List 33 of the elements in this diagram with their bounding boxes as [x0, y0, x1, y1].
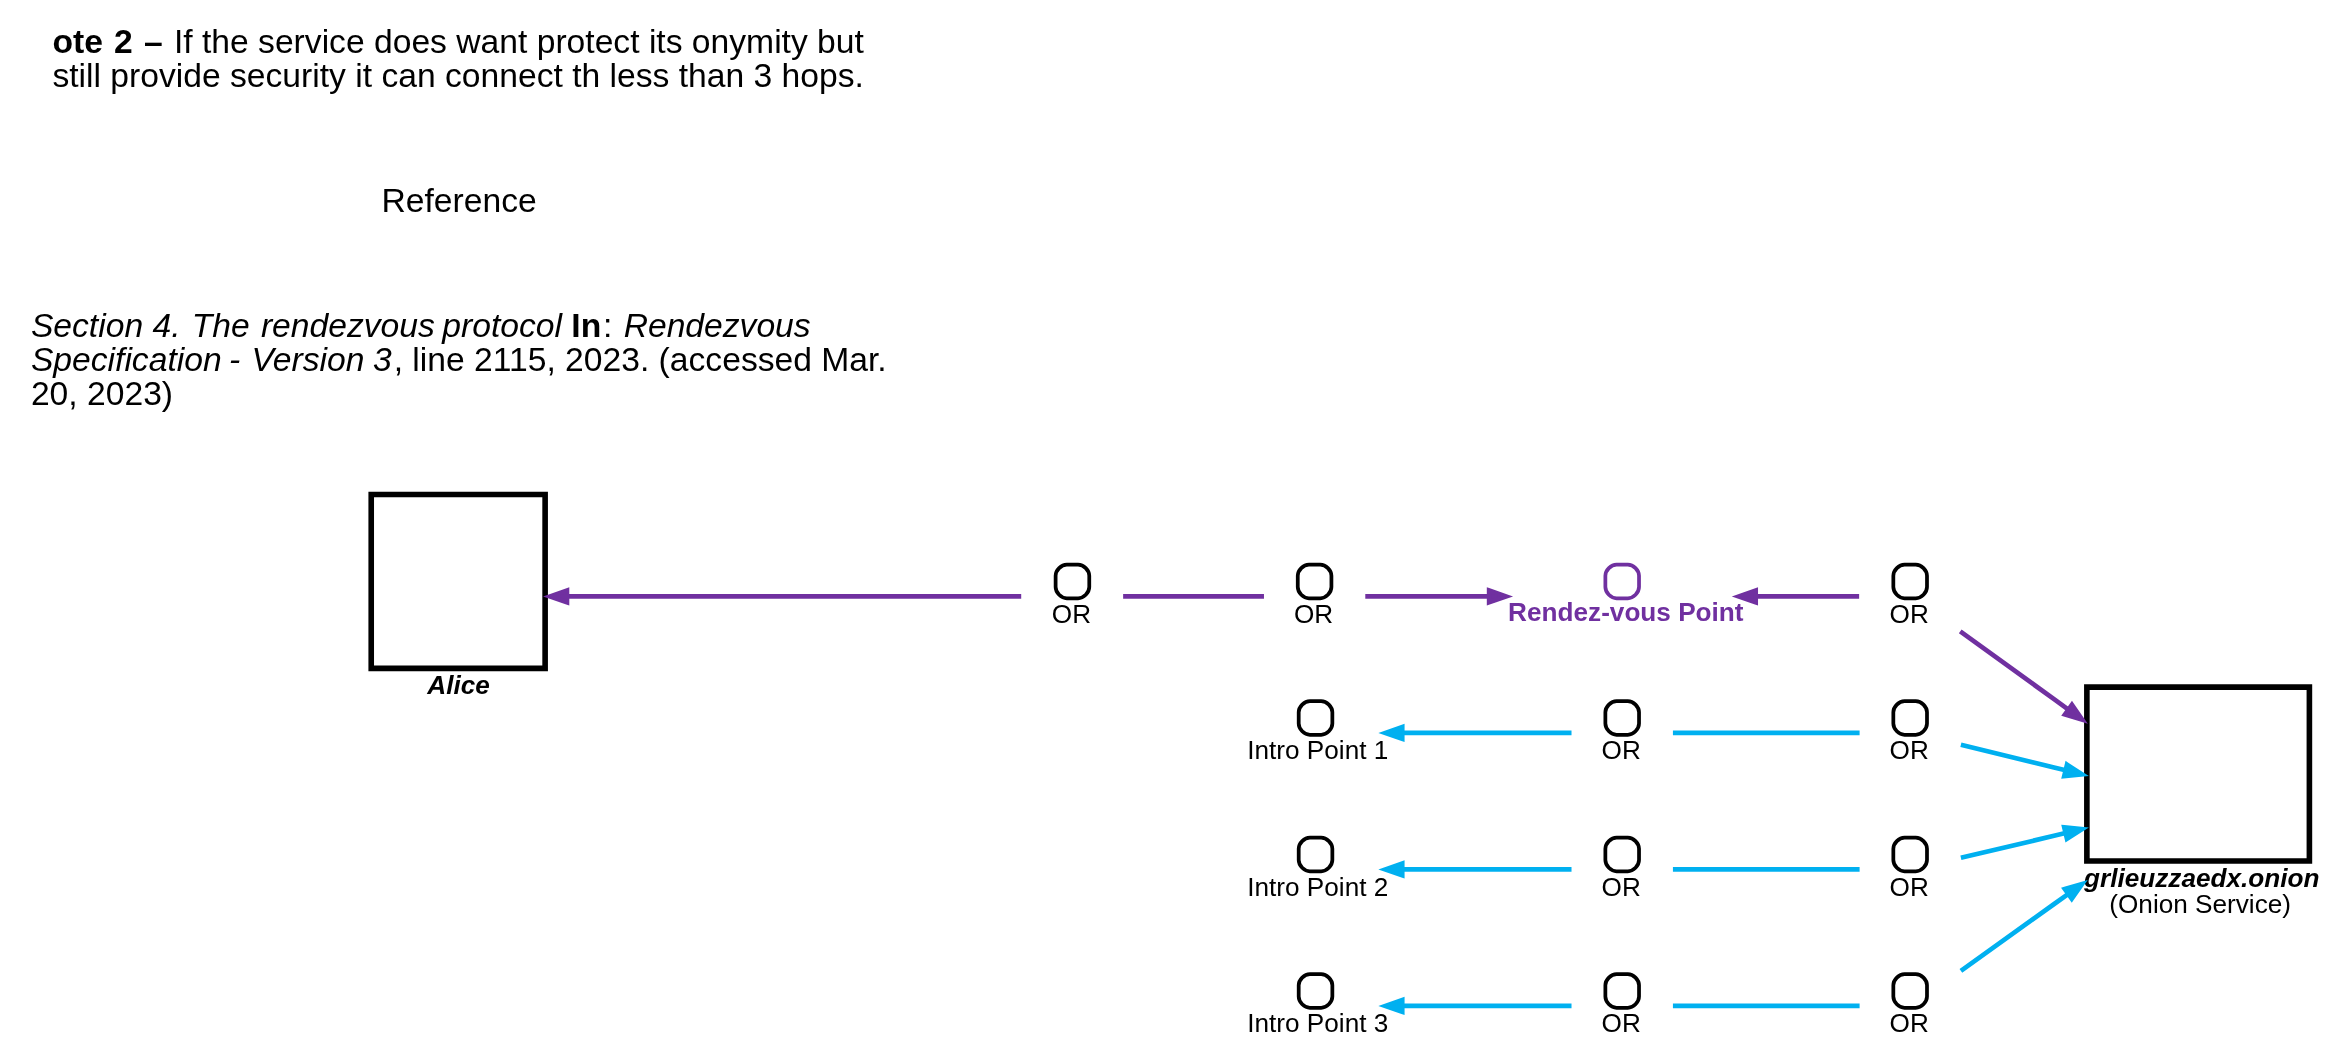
label: Reference — [381, 181, 537, 219]
arrow — [1960, 742, 2089, 779]
connector — [1672, 730, 1860, 736]
arrow — [1731, 587, 1860, 606]
node-label: OR — [1889, 598, 1929, 629]
node-label: OR — [1051, 598, 1092, 629]
node-label: Intro Point 1 — [1247, 735, 1389, 766]
node-label: OR — [1889, 735, 1929, 766]
connector — [1672, 867, 1860, 872]
node-label: OR — [1889, 1008, 1929, 1039]
node-label: Intro Point 3 — [1247, 1008, 1389, 1039]
arrow — [1959, 879, 2088, 973]
node-label: Alice — [427, 670, 490, 701]
node-label: OR — [1889, 871, 1929, 902]
node-box — [368, 491, 548, 672]
arrow — [1378, 723, 1572, 743]
arrow — [543, 587, 1022, 606]
arrow — [1958, 629, 2088, 724]
node-label: OR — [1294, 598, 1334, 629]
node-label: OR — [1601, 871, 1641, 902]
arrow — [1378, 860, 1572, 879]
label: ote 2 – If the service does want protect its onymity but still provide security it can connect th less than 3 hops. — [52, 23, 864, 94]
node-label: OR — [1601, 1008, 1641, 1039]
arrow — [1378, 996, 1572, 1016]
node-label: OR — [1601, 735, 1641, 766]
arrow — [1960, 824, 2089, 861]
arrow — [1365, 587, 1514, 606]
node-box — [2084, 684, 2313, 864]
connector — [1123, 594, 1264, 599]
label: Section 4. The rendezvous protocol In: Rendezvous Specification - Version 3, line 2115, 2023. (accessed Mar. 20, 2023) — [30, 307, 887, 412]
connector — [1672, 1003, 1860, 1009]
node-label: Intro Point 2 — [1247, 871, 1389, 902]
node-label: Rendez-vous Point — [1508, 597, 1744, 628]
